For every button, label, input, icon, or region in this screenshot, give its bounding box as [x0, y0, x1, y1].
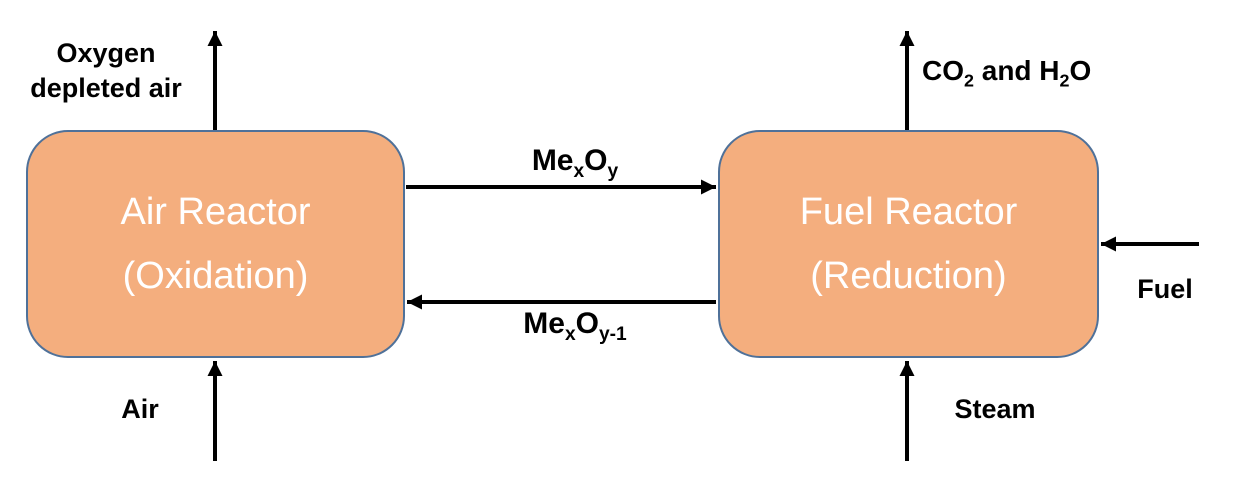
co2-h2o-label-part: and H — [973, 55, 1060, 86]
mexoy-label: MexOy — [415, 144, 735, 181]
co2-h2o-label-part: O — [1069, 55, 1092, 86]
mexoy-reduced-label-sub: x — [564, 324, 576, 345]
mexoy-label-sub: y — [607, 161, 619, 182]
air-reactor-title: Air Reactor — [120, 191, 311, 233]
mexoy-reduced-label-sub: y-1 — [598, 324, 627, 345]
oxygen-depleted-air-label-line1: Oxygen — [56, 38, 156, 68]
co2-h2o-label-sub: 2 — [1059, 70, 1070, 91]
co2-h2o-label-sub: 2 — [964, 70, 974, 91]
fuel-reactor-subtitle: (Reduction) — [810, 255, 1007, 297]
air-reactor-subtitle: (Oxidation) — [122, 255, 309, 297]
mexoy-reduced-label: MexOy-1 — [415, 307, 735, 344]
mexoy-reduced-label-part: O — [575, 307, 599, 340]
fuel-reactor-title: Fuel Reactor — [799, 191, 1018, 233]
fuel-inlet-label: Fuel — [1137, 274, 1193, 304]
steam-inlet-label: Steam — [954, 394, 1036, 424]
air-reactor-box: Air Reactor (Oxidation) — [26, 130, 405, 358]
mexoy-label-sub: x — [573, 161, 585, 182]
mexoy-label-part: O — [584, 144, 608, 177]
mexoy-label-part: Me — [531, 144, 574, 177]
mexoy-reduced-label-part: Me — [523, 307, 565, 340]
oxygen-depleted-air-label: Oxygen depleted air — [8, 36, 204, 106]
fuel-reactor-box: Fuel Reactor (Reduction) — [718, 130, 1099, 358]
co2-h2o-label: CO2 and H2O — [922, 55, 1092, 90]
co2-h2o-label-part: CO — [922, 55, 964, 86]
air-inlet-label: Air — [121, 394, 159, 424]
oxygen-depleted-air-label-line2: depleted air — [30, 73, 182, 103]
